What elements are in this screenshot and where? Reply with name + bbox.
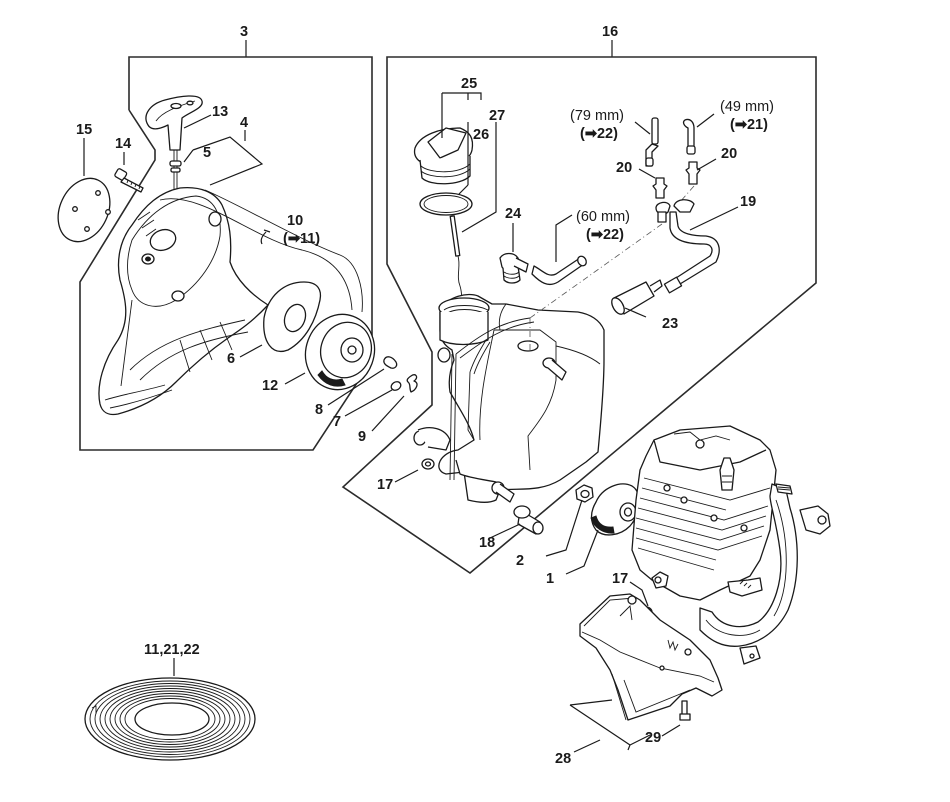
- fuel-filter-part[interactable]: [609, 279, 663, 316]
- callout-28[interactable]: 28: [555, 751, 571, 767]
- spring-clip-part[interactable]: [406, 374, 418, 393]
- callout-20-right[interactable]: 20: [721, 146, 737, 162]
- hose-60mm-length[interactable]: (60 mm): [576, 209, 630, 225]
- callout-8[interactable]: 8: [315, 402, 323, 418]
- screw-part[interactable]: [679, 700, 691, 721]
- fan-housing-part[interactable]: [98, 186, 353, 416]
- callout-4[interactable]: 4: [240, 115, 248, 131]
- fuel-hose-part[interactable]: [655, 199, 720, 294]
- callout-10-ref[interactable]: (➡11): [283, 231, 320, 247]
- callout-3[interactable]: 3: [240, 24, 248, 40]
- callout-23[interactable]: 23: [662, 316, 678, 332]
- hose-60mm-ref[interactable]: (➡22): [586, 227, 624, 243]
- hose-49mm-ref[interactable]: (➡21): [730, 117, 768, 133]
- callout-9[interactable]: 9: [358, 429, 366, 445]
- callout-17-engine[interactable]: 17: [612, 571, 628, 587]
- tank-vent-part[interactable]: [499, 252, 529, 284]
- filter-cap-part[interactable]: [590, 483, 640, 536]
- group-3-leaders: [83, 114, 405, 432]
- callout-2[interactable]: 2: [516, 553, 524, 569]
- callout-29[interactable]: 29: [645, 730, 661, 746]
- nut-part[interactable]: [575, 484, 594, 503]
- callout-1[interactable]: 1: [546, 571, 554, 587]
- fitting-part[interactable]: [685, 161, 701, 185]
- screw-part[interactable]: [114, 168, 144, 193]
- callout-14[interactable]: 14: [115, 136, 131, 152]
- group-16-leaders: [394, 92, 739, 539]
- hose-79mm-part[interactable]: [645, 117, 659, 167]
- callout-7[interactable]: 7: [333, 414, 341, 430]
- callout-24[interactable]: 24: [505, 206, 521, 222]
- fitting-part[interactable]: [652, 177, 668, 199]
- callout-16[interactable]: 16: [602, 24, 618, 40]
- rewind-spring-part[interactable]: [84, 658, 256, 761]
- hose-79mm-ref[interactable]: (➡22): [580, 126, 618, 142]
- hose-49mm-part[interactable]: [682, 118, 696, 155]
- callout-20-left[interactable]: 20: [616, 160, 632, 176]
- callout-5[interactable]: 5: [203, 145, 211, 161]
- starter-cord: [204, 189, 363, 313]
- callout-labels: 3 16 15 14 13 4 5 10 (➡11) 6 12 8 7 9 25…: [76, 24, 774, 767]
- filler-cap-part[interactable]: [413, 127, 474, 185]
- pawl-part[interactable]: [383, 356, 398, 369]
- hose-79mm-length[interactable]: (79 mm): [570, 108, 624, 124]
- cover-plate-part[interactable]: [48, 170, 119, 250]
- grommet-part[interactable]: [421, 458, 435, 470]
- callout-25[interactable]: 25: [461, 76, 477, 92]
- engine-leaders: [545, 499, 681, 753]
- callout-6[interactable]: 6: [227, 351, 235, 367]
- engine-bracket-part[interactable]: [699, 483, 831, 665]
- callout-10[interactable]: 10: [287, 213, 303, 229]
- callout-18[interactable]: 18: [479, 535, 495, 551]
- engine-cylinder-part[interactable]: [631, 425, 777, 601]
- callout-17-tank[interactable]: 17: [377, 477, 393, 493]
- group-3-frame: [79, 40, 373, 451]
- group-16-frame: [341, 40, 817, 575]
- callout-26[interactable]: 26: [473, 127, 489, 143]
- callout-spring[interactable]: 11,21,22: [144, 642, 200, 658]
- assembly-line: [529, 223, 663, 319]
- o-ring-part[interactable]: [419, 192, 473, 216]
- callout-13[interactable]: 13: [212, 104, 228, 120]
- hose-49mm-length[interactable]: (49 mm): [720, 99, 774, 115]
- starter-handle-part[interactable]: [145, 95, 203, 195]
- callout-12[interactable]: 12: [262, 378, 278, 394]
- rope-rotor-part[interactable]: [295, 305, 385, 400]
- air-guide-shroud-part[interactable]: [579, 593, 723, 721]
- callout-27[interactable]: 27: [489, 108, 505, 124]
- hose-60mm-part[interactable]: [531, 255, 588, 286]
- callout-19[interactable]: 19: [740, 194, 756, 210]
- callout-15[interactable]: 15: [76, 122, 92, 138]
- fuel-tank-part[interactable]: [413, 293, 605, 503]
- spring-housing-plate-part[interactable]: [263, 281, 322, 352]
- washer-part[interactable]: [390, 380, 403, 392]
- spacer-sleeve-part[interactable]: [513, 505, 544, 535]
